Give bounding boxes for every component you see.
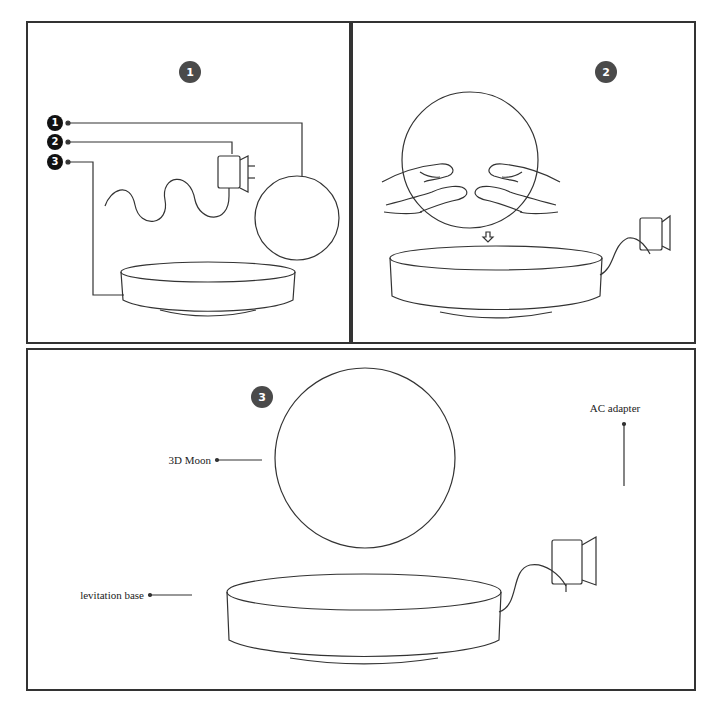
step-number: 1 <box>186 67 194 78</box>
panel3-drawing <box>149 368 626 664</box>
callout-number: 1 <box>52 118 59 128</box>
step-number: 3 <box>258 392 266 403</box>
callout-number: 3 <box>52 157 59 167</box>
callout-dots <box>47 115 63 170</box>
step-badges <box>179 61 617 408</box>
part-label: AC adapter <box>588 402 642 415</box>
part-label: 3D Moon <box>167 454 213 467</box>
step-number: 2 <box>602 67 610 78</box>
panel-frames <box>27 22 695 690</box>
panel2-drawing <box>382 92 670 318</box>
callout-number: 2 <box>52 137 59 147</box>
part-label: levitation base <box>78 589 146 602</box>
panel1-drawing <box>66 121 339 316</box>
